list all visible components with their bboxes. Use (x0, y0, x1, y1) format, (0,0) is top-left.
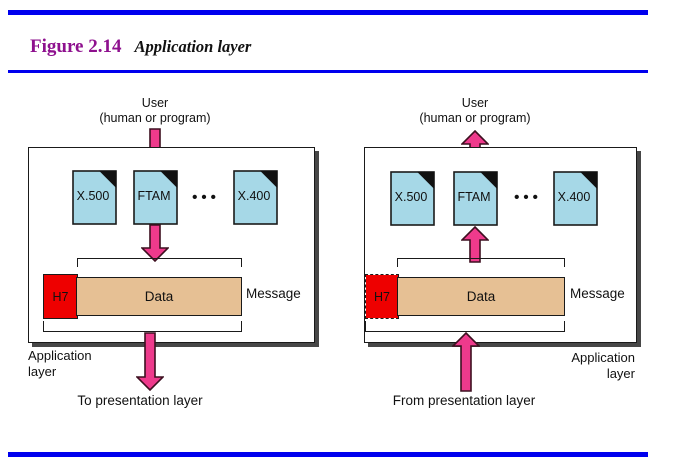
down-arrow-apps-to-message (141, 224, 169, 262)
message-label: Message (246, 286, 301, 301)
down-arrow-to-presentation (136, 332, 164, 391)
data-box: Data (76, 277, 242, 316)
user-label-line1: User (141, 96, 169, 110)
protocol-label: FTAM (137, 189, 171, 203)
figure-header: Figure 2.14 Application layer (30, 36, 251, 58)
document-shape-icon (133, 170, 178, 225)
application-layer-label: Application layer (28, 348, 148, 379)
ellipsis-dots: ••• (192, 189, 220, 206)
document-shape-icon (553, 171, 598, 226)
data-bracket (397, 258, 565, 267)
protocol-label: X.400 (237, 189, 271, 203)
layer-label-line2: layer (28, 363, 57, 379)
layer-label-line1: Application (571, 350, 635, 365)
document-icon-x400: X.400 (233, 170, 279, 225)
document-icon-x400: X.400 (553, 171, 599, 226)
application-layer-label: Application layer (485, 350, 635, 381)
figure-number: Figure 2.14 (30, 36, 122, 57)
message-bracket (43, 321, 242, 332)
user-label-line2: (human or program) (419, 111, 531, 125)
document-icon-x500: X.500 (72, 170, 118, 225)
h7-header-box: H7 (43, 274, 78, 319)
top-rule (8, 10, 648, 15)
protocol-label: X.500 (76, 189, 110, 203)
user-label: User (human or program) (375, 96, 575, 126)
message-bracket (365, 321, 565, 332)
user-label: User (human or program) (55, 96, 255, 126)
layer-label-line1: Application (28, 348, 92, 363)
from-presentation-label: From presentation layer (392, 393, 536, 408)
document-icon-ftam: FTAM (133, 170, 179, 225)
document-shape-icon (72, 170, 117, 225)
document-shape-icon (453, 171, 498, 226)
bottom-rule (8, 452, 648, 457)
document-shape-icon (390, 171, 435, 226)
document-shape-icon (233, 170, 278, 225)
layer-label-line2: layer (606, 365, 635, 381)
message-label: Message (570, 286, 625, 301)
data-box: Data (397, 277, 565, 316)
user-label-line1: User (461, 96, 489, 110)
to-presentation-label: To presentation layer (77, 393, 203, 408)
up-arrow-from-presentation (452, 332, 480, 392)
protocol-label: FTAM (457, 190, 491, 204)
protocol-label: X.400 (557, 190, 591, 204)
figure-title: Application layer (134, 37, 252, 56)
sending-diagram: User (human or program) X.500 FTAM ••• (0, 85, 335, 430)
header-rule (8, 70, 648, 73)
h7-header-box-dashed: H7 (365, 274, 399, 319)
ellipsis-dots: ••• (514, 189, 542, 206)
document-icon-x500: X.500 (390, 171, 436, 226)
receiving-diagram: User (human or program) X.500 FTAM ••• (335, 85, 673, 430)
data-bracket (77, 258, 242, 267)
protocol-label: X.500 (394, 190, 428, 204)
user-label-line2: (human or program) (99, 111, 211, 125)
up-arrow-message-to-apps (461, 226, 489, 263)
document-icon-ftam: FTAM (453, 171, 499, 226)
